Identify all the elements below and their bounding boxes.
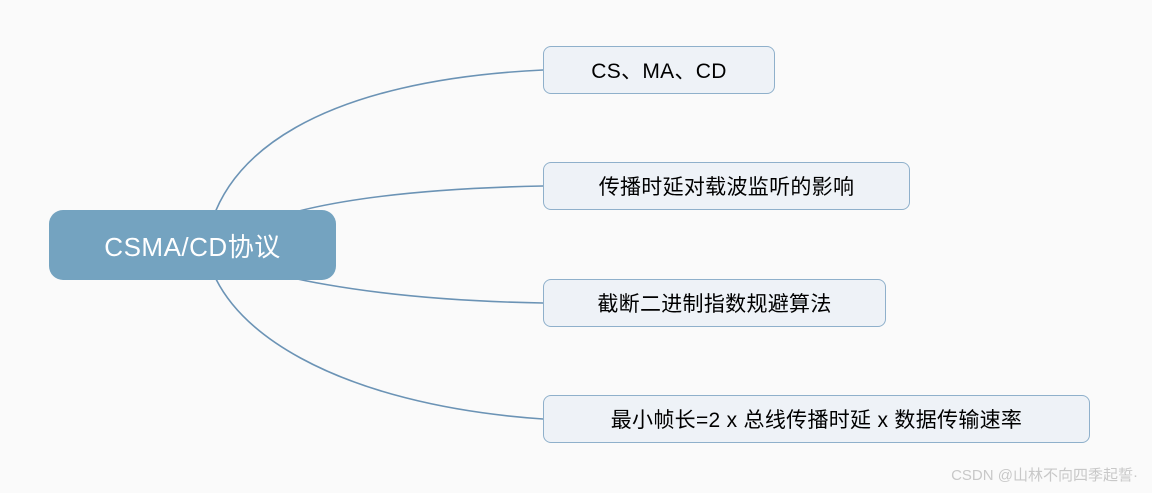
child-node-2[interactable]: 传播时延对载波监听的影响 — [543, 162, 910, 210]
child-node-4[interactable]: 最小帧长=2 x 总线传播时延 x 数据传输速率 — [543, 395, 1090, 443]
child-node-label: 截断二进制指数规避算法 — [597, 293, 832, 316]
child-node-label: 最小帧长=2 x 总线传播时延 x 数据传输速率 — [610, 409, 1023, 432]
child-node-label: 传播时延对载波监听的影响 — [598, 176, 855, 199]
watermark: CSDN @山林不向四季起誓· — [951, 467, 1138, 484]
child-node-label: CS、MA、CD — [591, 60, 727, 83]
child-node-1[interactable]: CS、MA、CD — [543, 46, 775, 94]
root-node-label: CSMA/CD协议 — [104, 231, 281, 262]
child-node-3[interactable]: 截断二进制指数规避算法 — [543, 279, 886, 327]
root-node[interactable]: CSMA/CD协议 — [49, 210, 336, 280]
